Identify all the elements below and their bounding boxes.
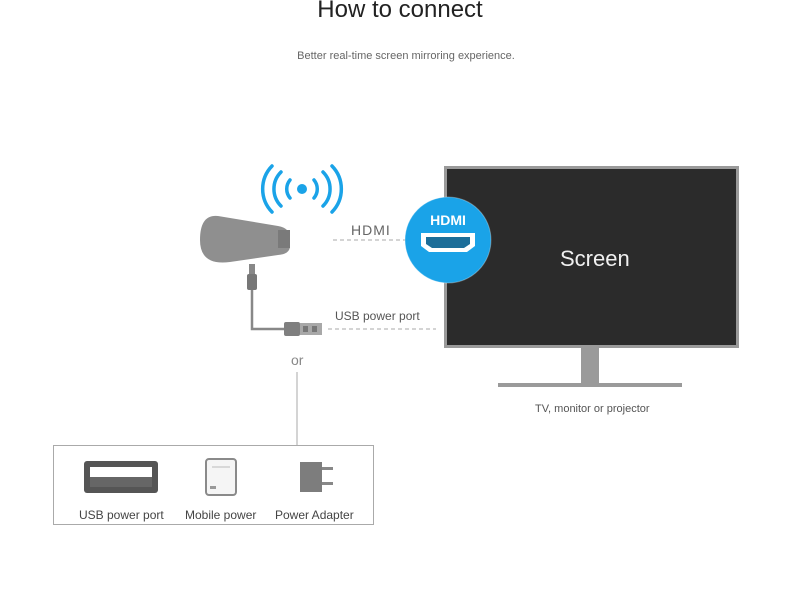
hdmi-connection-label: HDMI	[351, 222, 391, 238]
power-bank-icon	[205, 458, 237, 496]
power-option-mobile-label: Mobile power	[185, 508, 257, 522]
power-options-box: USB power port Mobile power Power Adapte…	[53, 445, 374, 525]
usb-port-icon	[84, 461, 158, 493]
tv-icon	[444, 166, 739, 387]
tv-caption: TV, monitor or projector	[535, 403, 650, 415]
hdmi-badge-text: HDMI	[430, 212, 466, 228]
page-subtitle: Better real-time screen mirroring experi…	[297, 50, 515, 62]
hdmi-connector-icon	[421, 233, 475, 252]
dongle-icon	[200, 215, 290, 290]
power-option-adapter-label: Power Adapter	[275, 508, 354, 522]
usb-plug-icon	[284, 322, 322, 336]
wireless-signal-icon	[260, 164, 344, 214]
or-label: or	[291, 352, 304, 368]
page-title: How to connect	[317, 0, 483, 23]
hdmi-badge	[404, 196, 492, 284]
power-adapter-icon	[300, 462, 333, 492]
usb-cable	[250, 290, 286, 331]
power-option-usb-label: USB power port	[79, 508, 164, 522]
usb-connection-label: USB power port	[335, 309, 420, 323]
screen-text: Screen	[560, 246, 630, 271]
